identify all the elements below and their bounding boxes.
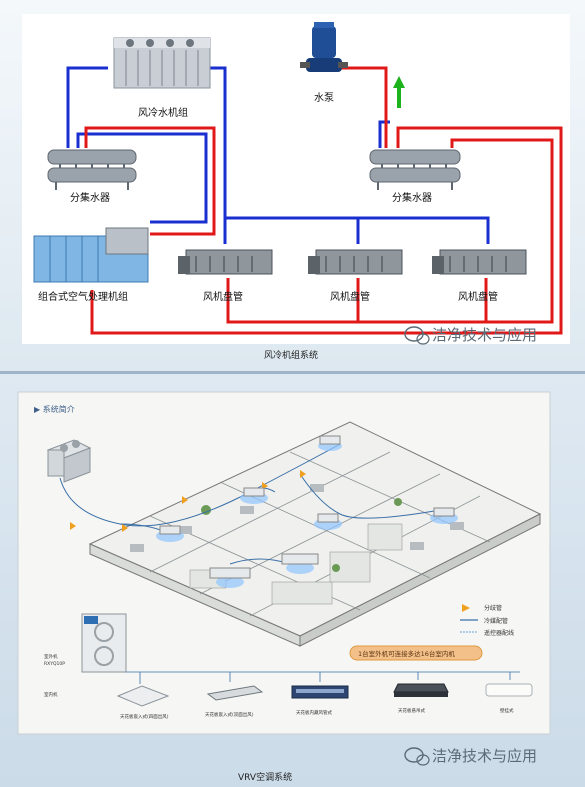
indoor-unit-5-label: 壁挂式	[500, 707, 514, 714]
fan-coil-2-label: 风机盘管	[330, 290, 370, 303]
indoor-unit-2-icon	[206, 685, 264, 701]
indoor-unit-1-icon	[116, 685, 170, 707]
indoor-unit-3-label: 天花板内藏风管式	[296, 709, 332, 716]
return-pipes	[66, 66, 490, 244]
fan-coil-1-label: 风机盘管	[203, 290, 243, 303]
indoor-unit-5-icon	[485, 683, 533, 697]
bottom-caption: VRV空调系统	[238, 771, 292, 783]
pump-label: 水泵	[314, 92, 334, 104]
bottom-watermark: 洁净技术与应用	[432, 747, 537, 765]
distribution-lines	[126, 671, 520, 684]
indoor-unit-4-icon	[393, 683, 449, 697]
water-pump-icon	[300, 22, 348, 72]
supply-pipes	[84, 66, 563, 335]
fan-coil-3-label: 风机盘管	[458, 290, 498, 303]
vrv-system-diagram: ▶ 系统简介	[17, 391, 551, 783]
fan-coil-2-icon	[308, 249, 403, 275]
top-caption: 风冷机组系统	[264, 349, 318, 361]
outdoor-unit-icon	[81, 613, 127, 673]
branch-markers	[70, 470, 306, 532]
manifold-right-label: 分集水器	[392, 191, 432, 204]
legend-branch: 分歧管	[484, 604, 502, 612]
indoor-unit-markers	[156, 435, 458, 588]
vrv-system-panel: ▶ 系统简介	[0, 374, 585, 787]
indoor-unit-1-label: 天花板嵌入式(四面出风)	[120, 713, 169, 720]
chiller-system-diagram: 风冷水机组 水泵 分集水器	[22, 14, 570, 361]
flow-arrow-icon	[393, 76, 405, 108]
vrv-heading: ▶ 系统简介	[34, 404, 75, 414]
capacity-banner: 1台室外机可连接多达16台室内机	[349, 645, 483, 661]
legend-wiring: 遥控器配线	[484, 629, 514, 637]
office-floor-plan	[88, 421, 542, 647]
indoor-unit-4-label: 天花板悬吊式	[398, 707, 425, 714]
wechat-icon	[404, 326, 430, 345]
manifold-left-icon	[47, 149, 137, 190]
outdoor-label: 室外机	[44, 653, 58, 660]
fan-coil-3-icon	[432, 249, 527, 275]
chiller-system-panel: 风冷水机组 水泵 分集水器	[0, 0, 585, 371]
chiller-label: 风冷水机组	[138, 106, 188, 119]
fan-coil-1-icon	[178, 249, 273, 275]
ahu-label: 组合式空气处理机组	[38, 290, 128, 303]
air-handling-unit-icon	[33, 227, 149, 283]
manifold-left-label: 分集水器	[70, 191, 110, 204]
manifold-right-icon	[369, 149, 461, 190]
chiller-unit-icon	[113, 37, 211, 89]
indoor-unit-2-label: 天花板嵌入式(双面出风)	[205, 711, 254, 718]
wechat-icon	[404, 747, 430, 766]
legend-refrigerant: 冷媒配管	[484, 617, 508, 625]
outdoor-unit-top-icon	[46, 439, 92, 483]
capacity-banner-text: 1台室外机可连接多达16台室内机	[358, 649, 455, 658]
top-watermark: 洁净技术与应用	[432, 326, 537, 344]
legend-branch-icon	[462, 604, 470, 612]
panel-divider	[0, 371, 585, 374]
indoor-label: 室内机	[44, 691, 58, 698]
outdoor-model: RXYQ10P	[44, 661, 65, 667]
indoor-unit-3-icon	[291, 685, 349, 699]
legend: 分歧管 冷媒配管 遥控器配线	[460, 604, 514, 637]
